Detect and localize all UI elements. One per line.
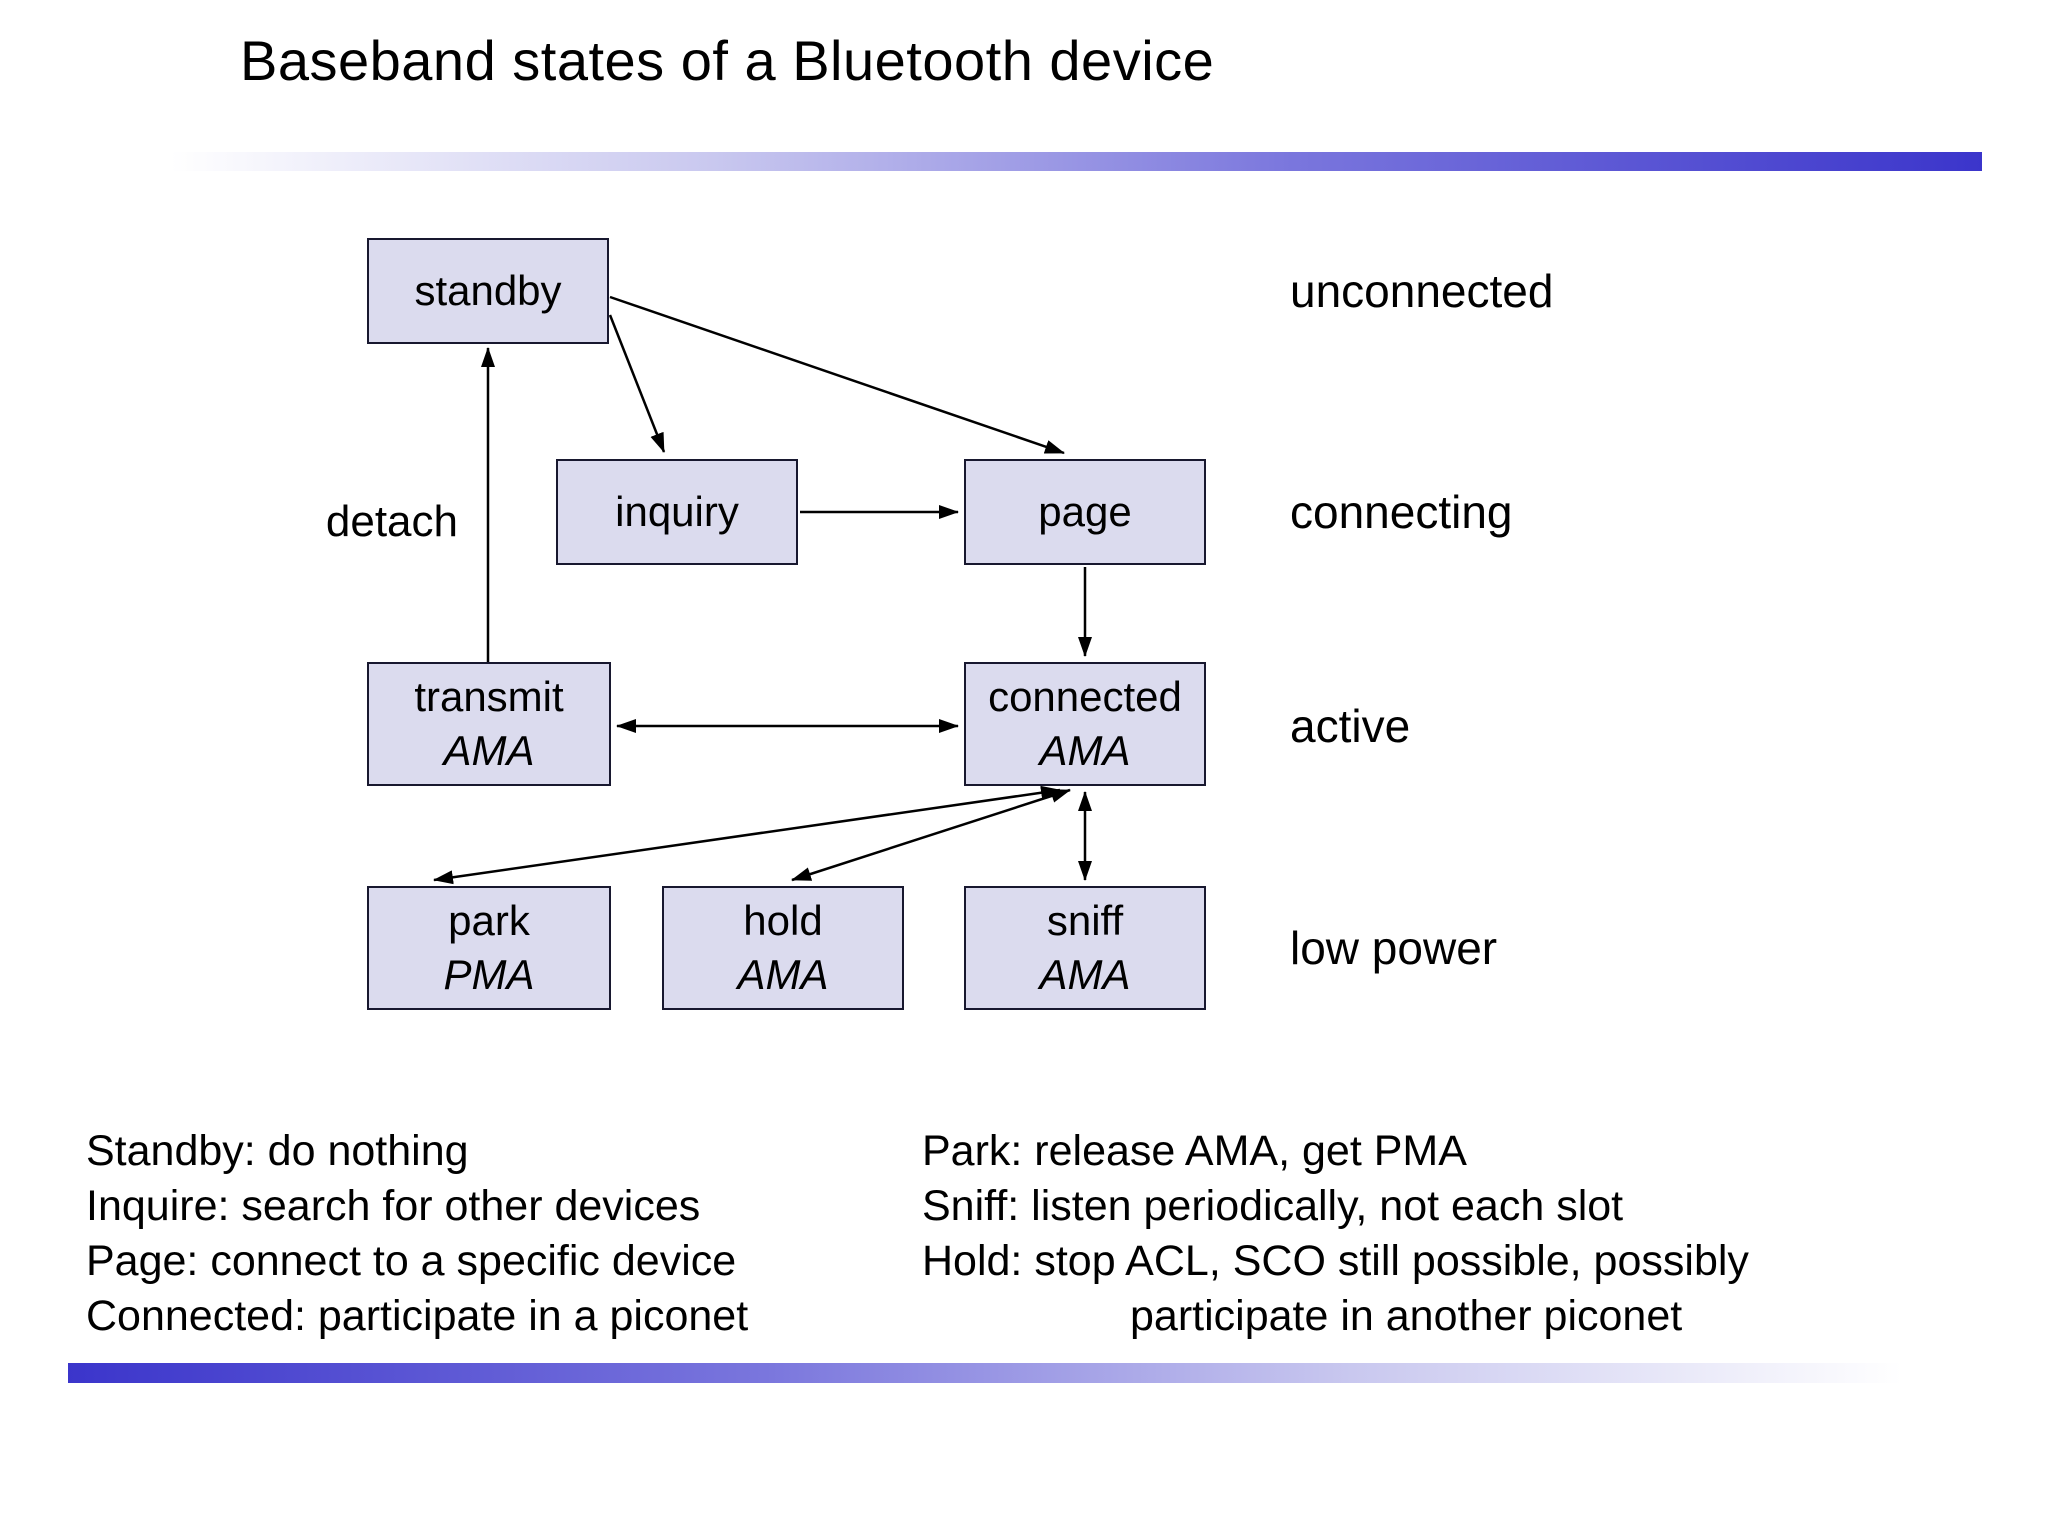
- state-label-hold: hold: [743, 897, 823, 945]
- page-title: Baseband states of a Bluetooth device: [240, 29, 1215, 92]
- state-label-sniff: sniff: [1046, 897, 1124, 945]
- state-sublabel-sniff: AMA: [1039, 951, 1131, 998]
- state-label-page: page: [1038, 488, 1132, 536]
- state-box-sniff: sniff AMA: [964, 886, 1206, 1010]
- state-box-transmit: transmit AMA: [367, 662, 611, 786]
- legend-line-inquire: Inquire: search for other devices: [86, 1182, 701, 1230]
- state-label-standby: standby: [414, 267, 562, 315]
- legend-line-page: Page: connect to a specific device: [86, 1237, 737, 1285]
- state-box-page: page: [964, 459, 1206, 565]
- state-label-transmit: transmit: [414, 673, 564, 721]
- legend-line-park: Park: release AMA, get PMA: [922, 1127, 1467, 1175]
- state-box-hold: hold AMA: [662, 886, 904, 1010]
- legend-line-hold-continued: participate in another piconet: [1130, 1292, 1683, 1340]
- state-box-connected: connected AMA: [964, 662, 1206, 786]
- state-sublabel-connected: AMA: [1039, 727, 1131, 774]
- legend-line-hold: Hold: stop ACL, SCO still possible, poss…: [922, 1237, 1749, 1285]
- state-label-park: park: [448, 897, 530, 945]
- state-box-inquiry: inquiry: [556, 459, 798, 565]
- state-sublabel-park: PMA: [443, 951, 535, 998]
- state-box-park: park PMA: [367, 886, 611, 1010]
- legend-line-standby: Standby: do nothing: [86, 1127, 469, 1175]
- legend-right-column: Park: release AMA, get PMA Sniff: listen…: [922, 1124, 1749, 1344]
- phase-label-active: active: [1290, 700, 1411, 752]
- top-gradient-rule: [170, 152, 1982, 171]
- arrow-standby-to-page: [609, 295, 1065, 455]
- legend-line-connected: Connected: participate in a piconet: [86, 1292, 749, 1340]
- phase-label-connecting: connecting: [1290, 486, 1513, 538]
- state-label-inquiry: inquiry: [615, 488, 739, 536]
- detach-edge-label: detach: [325, 497, 458, 546]
- arrow-connected-hold-bidirectional: [791, 788, 1071, 882]
- state-box-standby: standby: [367, 238, 609, 344]
- state-sublabel-transmit: AMA: [443, 727, 535, 774]
- legend-line-sniff: Sniff: listen periodically, not each slo…: [922, 1182, 1624, 1230]
- bottom-gradient-rule: [68, 1363, 1902, 1383]
- phase-label-low-power: low power: [1290, 922, 1498, 974]
- arrow-standby-to-inquiry: [608, 314, 666, 453]
- legend-left-column: Standby: do nothing Inquire: search for …: [86, 1124, 748, 1344]
- state-sublabel-hold: AMA: [737, 951, 829, 998]
- arrow-connected-park-bidirectional: [433, 785, 1061, 885]
- phase-label-unconnected: unconnected: [1290, 265, 1554, 317]
- state-label-connected: connected: [988, 673, 1182, 721]
